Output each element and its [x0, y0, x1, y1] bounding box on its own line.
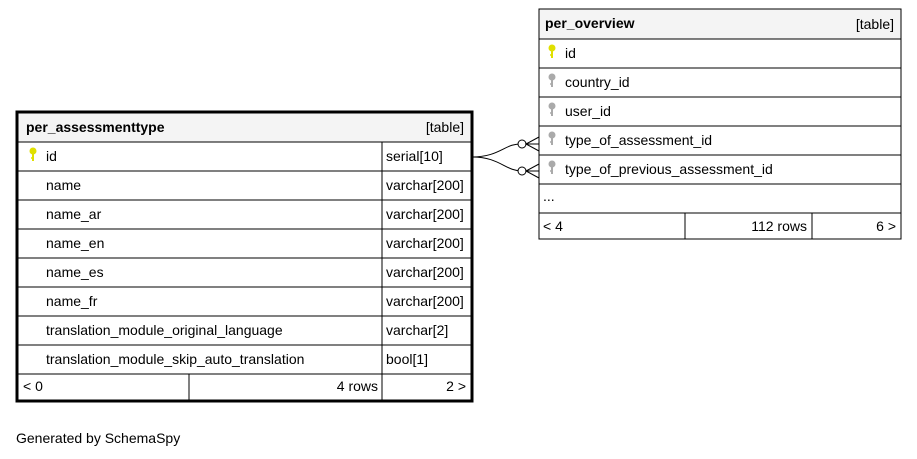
- parents-count: < 4: [543, 218, 563, 234]
- more-columns-ellipsis: ...: [543, 188, 555, 204]
- parents-count: < 0: [23, 378, 43, 394]
- table-inner-border: [17, 112, 472, 401]
- column-type: bool[1]: [386, 351, 428, 367]
- table-name: per_overview: [545, 15, 635, 31]
- relationship-type-of-assessment: [471, 136, 540, 158]
- column-name: name_es: [46, 264, 104, 280]
- column-type: varchar[200]: [386, 177, 464, 193]
- column-name: type_of_previous_assessment_id: [565, 161, 773, 177]
- column-type: varchar[200]: [386, 206, 464, 222]
- column-name: type_of_assessment_id: [565, 132, 712, 148]
- column-name: country_id: [565, 74, 630, 90]
- column-name: translation_module_original_language: [46, 322, 283, 338]
- column-name: id: [565, 45, 576, 61]
- foreign-key-icon: [548, 102, 556, 116]
- table-kind: [table]: [856, 16, 894, 32]
- table-name: per_assessmenttype: [26, 119, 165, 135]
- column-type: varchar[200]: [386, 264, 464, 280]
- relationship-type-of-previous-assessment: [471, 156, 540, 179]
- primary-key-icon: [548, 44, 556, 58]
- foreign-key-icon: [548, 73, 556, 87]
- column-name: id: [46, 148, 57, 164]
- column-name: name_ar: [46, 206, 102, 222]
- table-kind: [table]: [426, 119, 464, 135]
- table-header-bg: [18, 113, 471, 142]
- foreign-key-icon: [548, 160, 556, 174]
- column-name: name_fr: [46, 293, 98, 309]
- row-count: 112 rows: [751, 218, 807, 234]
- children-count: 6 >: [876, 218, 896, 234]
- children-count: 2 >: [446, 378, 466, 394]
- column-name: name: [46, 177, 81, 193]
- foreign-key-icon: [548, 131, 556, 145]
- table-outer-border: [15, 110, 474, 403]
- per-assessmenttype-table: per_assessmenttype [table] id serial[10] nam…: [15, 110, 474, 403]
- column-type: varchar[2]: [386, 322, 448, 338]
- column-type: serial[10]: [386, 148, 443, 164]
- column-name: user_id: [565, 103, 611, 119]
- column-name: translation_module_skip_auto_translation: [46, 351, 304, 367]
- row-count: 4 rows: [337, 378, 378, 394]
- generated-by-footer: Generated by SchemaSpy: [16, 430, 181, 446]
- table-header-bg: [539, 9, 901, 39]
- column-type: varchar[200]: [386, 235, 464, 251]
- column-type: varchar[200]: [386, 293, 464, 309]
- table-border: [538, 8, 902, 240]
- primary-key-icon: [29, 147, 37, 161]
- column-name: name_en: [46, 235, 104, 251]
- per-overview-table: per_overview [table] id country_id user_idty…: [538, 8, 902, 240]
